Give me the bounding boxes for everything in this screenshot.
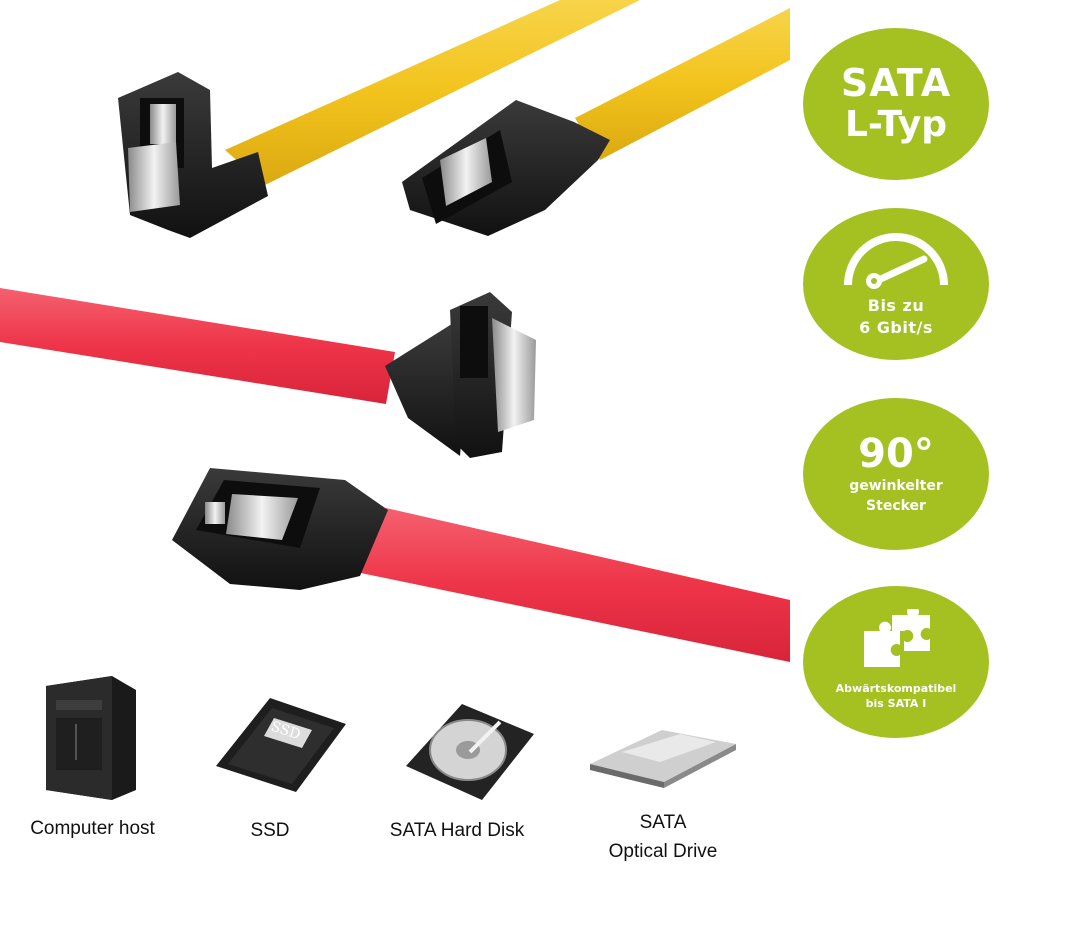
yellow-sata-cable <box>118 0 790 238</box>
badge-title: SATA <box>840 61 952 105</box>
computer-tower-icon <box>46 676 136 800</box>
speedometer-icon <box>838 231 954 293</box>
badge-compatibility: Abwärtskompatibel bis SATA I <box>803 586 989 738</box>
badge-compat-line1: Abwärtskompatibel <box>835 682 957 695</box>
badge-subtitle: L-Typ <box>844 104 948 145</box>
caption-ssd: SSD <box>250 820 290 841</box>
badge-angle-degree: 90° <box>858 431 934 477</box>
caption-optical-drive: SATA Optical Drive <box>578 808 748 866</box>
optical-drive-icon <box>590 730 736 788</box>
badge-speed-line2: 6 Gbit/s <box>859 318 933 337</box>
badge-angle-line3: Stecker <box>866 498 926 514</box>
red-sata-cable-straight <box>172 468 790 662</box>
badge-compat-line2: bis SATA I <box>865 697 927 710</box>
caption-optical-line2: Optical Drive <box>608 841 718 862</box>
badge-angle: 90° gewinkelter Stecker <box>803 398 989 550</box>
badge-speed-line1: Bis zu <box>867 296 925 315</box>
badge-speed: Bis zu 6 Gbit/s <box>803 208 989 360</box>
caption-sata-hard-disk: SATA Hard Disk <box>389 820 525 841</box>
hard-disk-icon <box>406 704 534 800</box>
badge-sata-type: SATA L-Typ <box>803 28 989 180</box>
caption-computer-host: Computer host <box>30 818 155 839</box>
caption-optical-line1: SATA <box>639 812 687 833</box>
badge-angle-line2: gewinkelter <box>849 478 943 494</box>
red-sata-cable-angled <box>0 288 536 458</box>
puzzle-icon <box>856 605 936 675</box>
ssd-icon: SSD <box>216 698 346 792</box>
